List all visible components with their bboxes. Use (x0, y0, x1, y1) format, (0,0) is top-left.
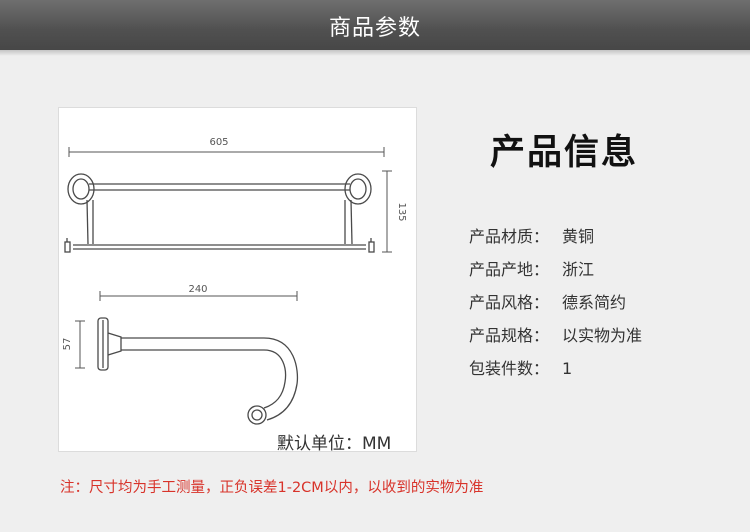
top-height-dimension (382, 170, 392, 253)
header-bar: 商品参数 (0, 0, 750, 50)
product-info-title: 产品信息 (490, 133, 639, 173)
side-height-label: 57 (62, 338, 73, 351)
dimension-drawing: 605 135 (58, 107, 417, 454)
header-shadow (0, 50, 750, 56)
top-width-dimension (68, 147, 385, 157)
spec-row-origin: 产品产地： 浙江 (469, 256, 595, 279)
towel-rack-drawing: 605 135 (62, 137, 407, 425)
side-width-label: 240 (188, 284, 207, 295)
spec-row-style: 产品风格： 德系简约 (469, 289, 627, 312)
spec-value: 1 (562, 359, 573, 378)
side-width-dimension (99, 291, 298, 301)
spec-value: 浙江 (562, 260, 595, 279)
unit-label: 默认单位：MM (277, 434, 392, 454)
side-height-dimension (75, 320, 85, 369)
page-title: 商品参数 (328, 16, 421, 41)
spec-label: 产品产地： (469, 260, 550, 279)
spec-value: 以实物为准 (562, 326, 643, 345)
top-height-label: 135 (396, 202, 407, 221)
measurement-note: 注：尺寸均为手工测量，正负误差1-2CM以内，以收到的实物为准 (60, 480, 484, 496)
spec-label: 产品风格： (469, 293, 550, 312)
towel-rack-top-view (64, 173, 375, 253)
top-width-label: 605 (209, 137, 228, 148)
spec-row-material: 产品材质： 黄铜 (469, 223, 595, 246)
spec-value: 德系简约 (562, 293, 627, 312)
spec-row-size: 产品规格： 以实物为准 (469, 322, 643, 345)
spec-label: 包装件数： (469, 359, 550, 378)
towel-rack-side-view (97, 317, 299, 425)
spec-row-package-count: 包装件数： 1 (469, 355, 573, 378)
spec-label: 产品材质： (469, 227, 550, 246)
spec-label: 产品规格： (469, 326, 550, 345)
spec-value: 黄铜 (562, 227, 595, 246)
